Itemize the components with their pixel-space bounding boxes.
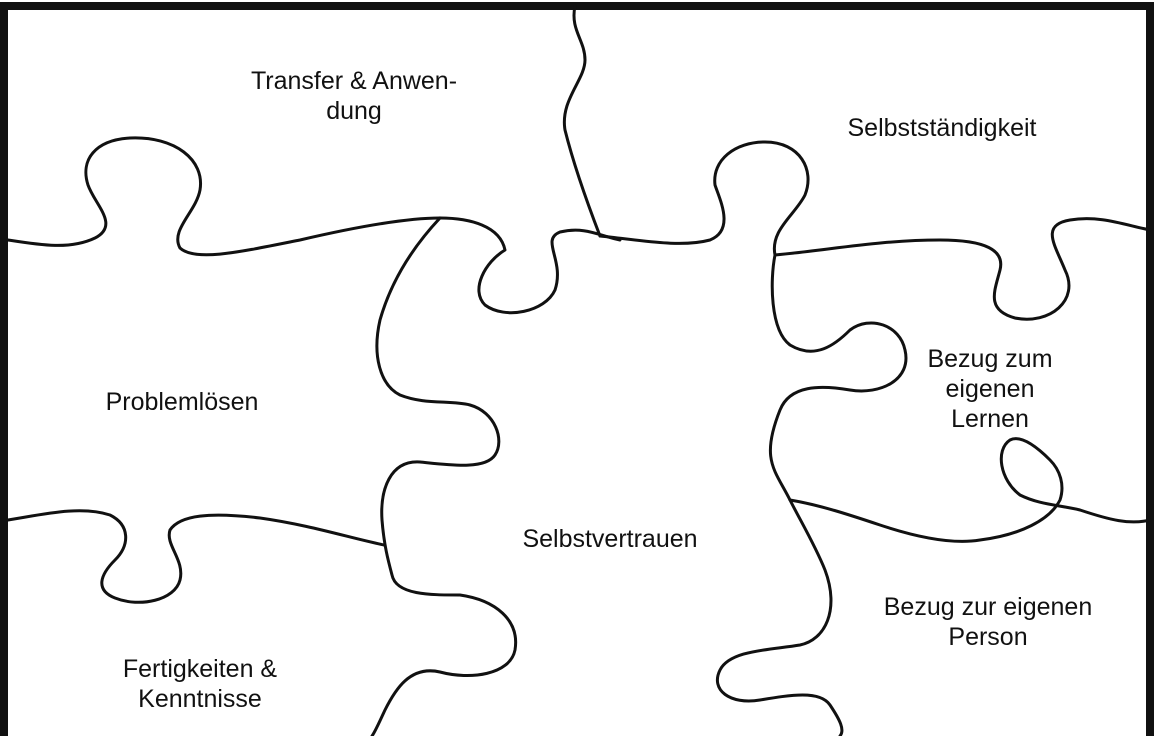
seam-right-vertical-lower [716, 498, 844, 736]
label-transfer: Transfer & Anwen- dung [214, 66, 494, 126]
seam-top-vertical [562, 4, 602, 238]
seam-right-upper [773, 217, 1152, 321]
label-selbstvertrauen: Selbstvertrauen [490, 524, 730, 554]
label-bezug-lernen: Bezug zum eigenen Lernen [900, 344, 1080, 434]
label-bezug-lernen-line2: eigenen [945, 375, 1035, 403]
label-transfer-line1: Transfer & Anwen- [250, 67, 458, 95]
label-selbstvertrauen-line1: Selbstvertrauen [522, 525, 698, 553]
label-fertigkeiten-line1: Fertigkeiten & [122, 655, 278, 683]
label-bezug-lernen-line3: Lernen [951, 405, 1029, 433]
label-problemloesen: Problemlösen [72, 387, 292, 417]
label-fertigkeiten-line2: Kenntnisse [138, 685, 262, 713]
label-selbststaendigkeit-line1: Selbstständigkeit [847, 114, 1037, 142]
label-transfer-line2: dung [326, 97, 382, 125]
label-bezug-person-line1: Bezug zur eigenen [883, 593, 1093, 621]
seam-right-lower [788, 437, 1152, 543]
label-bezug-person: Bezug zur eigenen Person [868, 592, 1108, 652]
seam-top-left [6, 136, 622, 315]
label-bezug-person-line2: Person [948, 623, 1028, 651]
seam-bottom-left [6, 509, 386, 604]
seam-right-vertical-upper [768, 253, 908, 502]
label-bezug-lernen-line1: Bezug zum [927, 345, 1053, 373]
label-fertigkeiten: Fertigkeiten & Kenntnisse [90, 654, 310, 714]
label-problemloesen-line1: Problemlösen [105, 388, 259, 416]
label-selbststaendigkeit: Selbstständigkeit [822, 113, 1062, 143]
seam-top-right-tab [598, 140, 810, 257]
seam-centre-left-vertical [370, 216, 518, 736]
